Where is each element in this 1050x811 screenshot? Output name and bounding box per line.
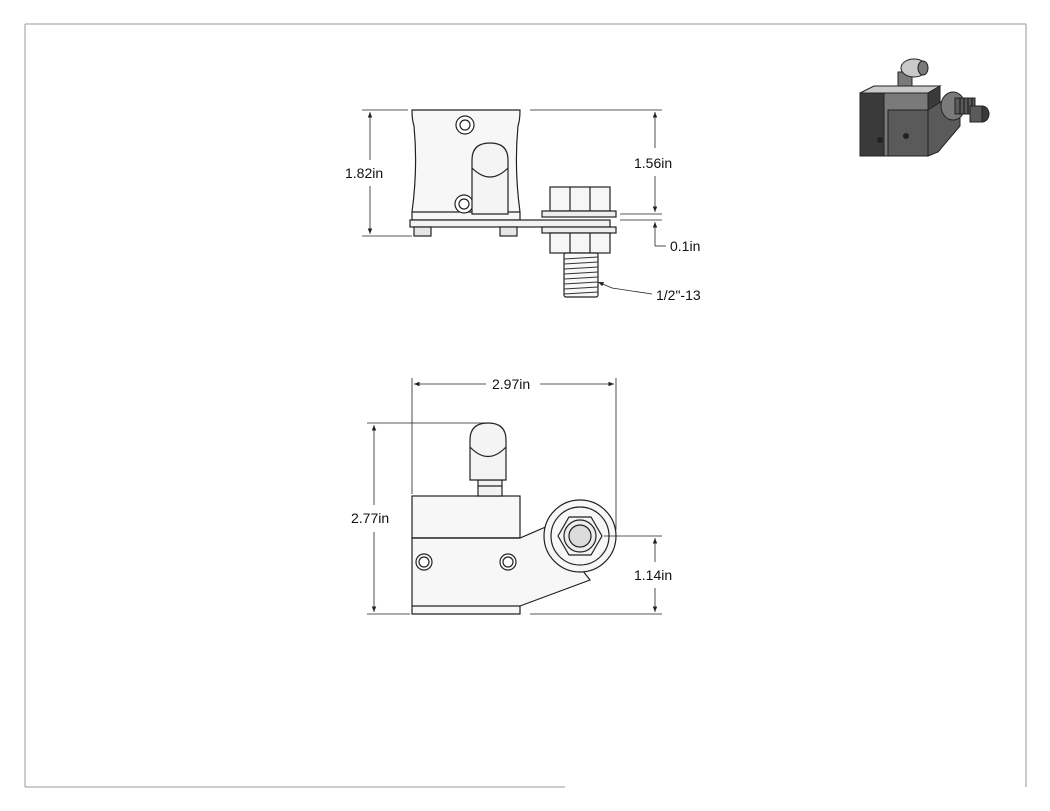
leader-thread: 1/2"-13 xyxy=(597,281,701,303)
label-side-upper-height: 1.56in xyxy=(634,155,672,171)
dim-side-upper-height: 1.56in xyxy=(530,109,672,221)
sheet-border xyxy=(24,23,1027,788)
dim-top-width: 2.97in xyxy=(411,376,617,530)
side-view: 1.82in 1.56in 0.1in 1/2"-13 xyxy=(345,109,701,303)
washer-lower xyxy=(541,226,617,234)
washer-upper xyxy=(541,210,617,218)
fitting-stem xyxy=(477,479,503,497)
fitting-cylinder xyxy=(471,142,509,215)
foot-right xyxy=(499,226,518,237)
isometric-view xyxy=(859,58,990,157)
iso-block-top xyxy=(859,85,942,94)
dim-side-offset: 0.1in xyxy=(652,222,700,254)
nut-upper xyxy=(549,186,611,212)
label-side-offset: 0.1in xyxy=(670,238,700,254)
label-side-height: 1.82in xyxy=(345,165,383,181)
foot-left xyxy=(413,226,432,237)
dim-top-offset: 1.14in xyxy=(530,535,672,615)
fitting-elbow xyxy=(469,422,507,481)
dim-side-height: 1.82in xyxy=(345,109,412,237)
side-base-plate xyxy=(409,219,611,228)
label-thread: 1/2"-13 xyxy=(656,287,701,303)
stud-threads xyxy=(563,256,599,295)
top-view-upper-block xyxy=(411,495,521,539)
top-view: 2.97in 2.77in 1.14in xyxy=(351,376,672,615)
label-top-width: 2.97in xyxy=(492,376,530,392)
nut-lower xyxy=(549,232,611,254)
label-top-offset: 1.14in xyxy=(634,567,672,583)
label-top-depth: 2.77in xyxy=(351,510,389,526)
threaded-stud xyxy=(563,252,599,298)
dim-top-depth: 2.77in xyxy=(351,422,488,615)
